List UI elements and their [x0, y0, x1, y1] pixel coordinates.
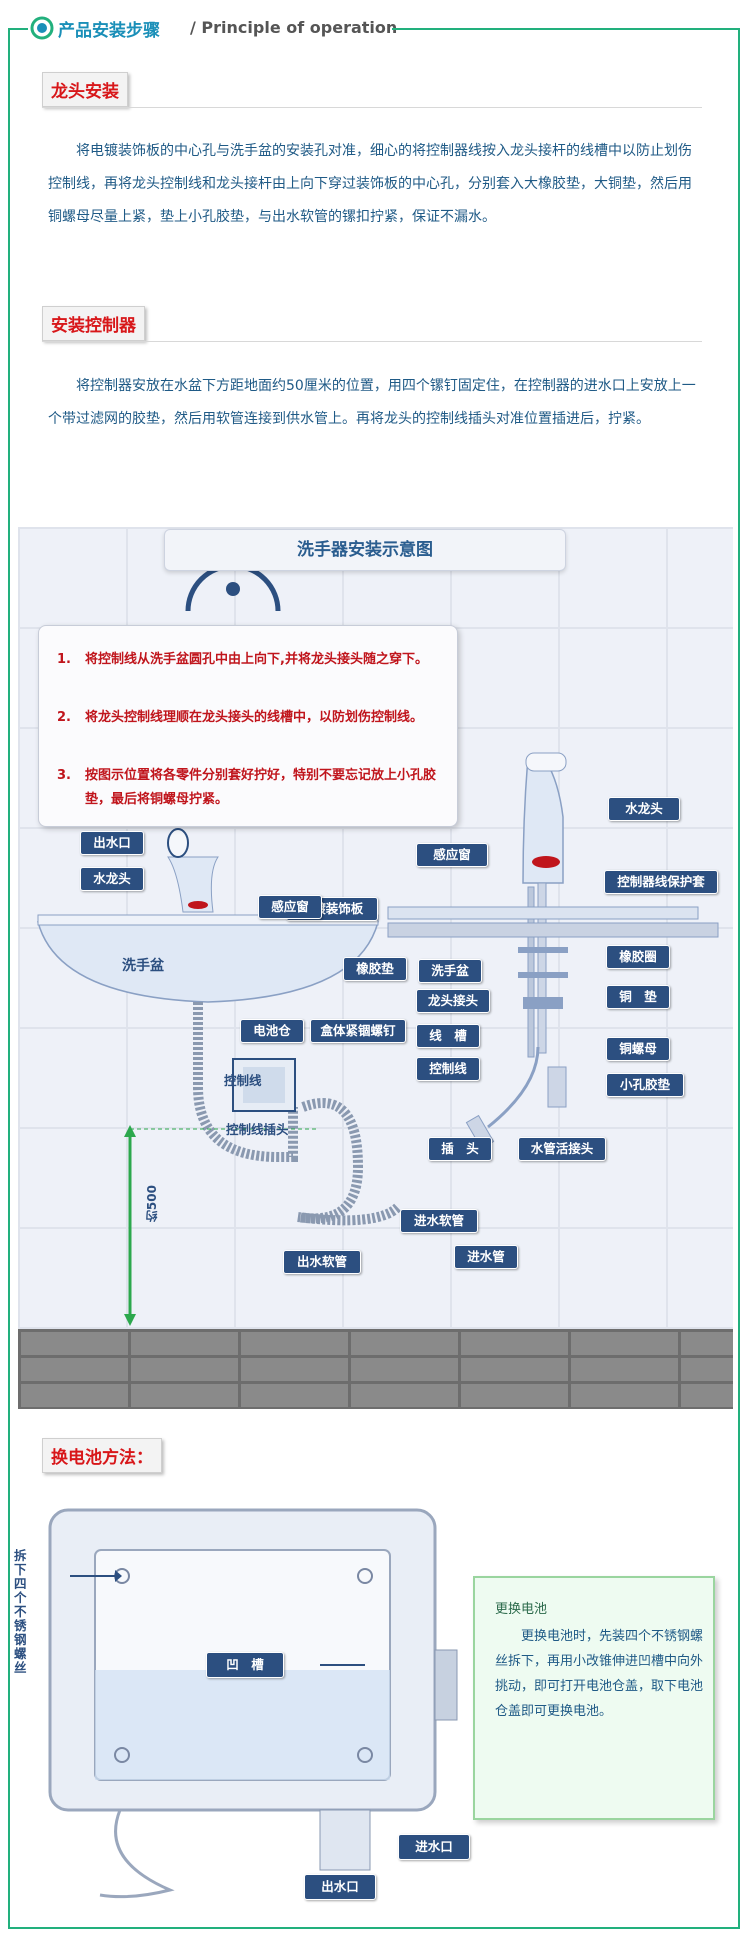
- outlet-hose: [193, 1002, 298, 1162]
- callout-outlet: 出水口: [80, 831, 144, 855]
- sensor-window-left: [188, 901, 208, 909]
- callout-inlet-hose: 进水软管: [400, 1209, 478, 1233]
- callout-rubber-pad: 橡胶垫: [343, 957, 407, 981]
- content-frame: [8, 30, 740, 1929]
- section-rule: [42, 341, 702, 342]
- callout-outlet-hose: 出水软管: [283, 1250, 361, 1274]
- callout-small-pad: 小孔胶垫: [606, 1073, 684, 1097]
- header-title: 产品安装步骤: [58, 21, 160, 41]
- battery-info-box: 更换电池 更换电池时，先装四个不锈钢螺丝拆下，再用小改锥伸进凹槽中向外挑动，即可…: [473, 1576, 715, 1820]
- controller-install-text: 将控制器安放在水盆下方距地面约50厘米的位置，用四个镙钉固定住，在控制器的进水口…: [48, 378, 696, 427]
- callout-rubber-ring: 橡胶圈: [606, 945, 670, 969]
- pipe-joint: [547, 1066, 567, 1108]
- callout-cable-sleeve: 控制器线保护套: [604, 870, 718, 894]
- callout-groove: 线 槽: [416, 1024, 480, 1048]
- callout-sensor: 感应窗: [416, 843, 488, 867]
- callout-sensor-left: 感应窗: [258, 895, 322, 919]
- copper-nut: [523, 997, 563, 1009]
- callout-inlet: 进水口: [398, 1834, 470, 1860]
- battery-cover-drawing: [48, 1508, 458, 1899]
- section-label-controller: 安装控制器: [42, 306, 145, 341]
- header-rule-right: [392, 28, 740, 30]
- mirror-knob: [226, 582, 240, 596]
- faucet-install-text: 将电镀装饰板的中心孔与洗手盆的安装孔对准，细心的将控制器线按入龙头接杆的线槽中以…: [48, 143, 692, 225]
- battery-info-text: 更换电池时，先装四个不锈钢螺丝拆下，再用小改锥伸进凹槽中向外挑动，即可打开电池仓…: [495, 1629, 704, 1719]
- callout-battery-box: 电池仓: [240, 1019, 304, 1043]
- callout-copper-pad: 铜 垫: [606, 985, 670, 1009]
- basin-left: [37, 921, 379, 1003]
- decoration-plate: [387, 906, 699, 920]
- label-height: 约500: [145, 1185, 159, 1223]
- battery-info-title: 更换电池: [495, 1602, 548, 1617]
- callout-faucet-joint: 龙头接头: [416, 989, 490, 1013]
- callout-faucet: 水龙头: [608, 797, 680, 821]
- label-basin: 洗手盆: [122, 958, 164, 974]
- callout-basin: 洗手盆: [418, 959, 482, 983]
- callout-groove-battery: 凹 槽: [206, 1652, 284, 1678]
- callout-plug: 插 头: [428, 1137, 492, 1161]
- faucet-body-left: [167, 856, 219, 913]
- control-wire-right: [487, 1046, 540, 1129]
- section-label-battery: 换电池方法：: [42, 1438, 162, 1473]
- logo-icon: [30, 16, 54, 40]
- header-subtitle: / Principle of operation: [190, 18, 398, 37]
- section-label-faucet: 龙头安装: [42, 72, 128, 107]
- basin-slab: [387, 922, 719, 938]
- faucet-top-right: [525, 752, 567, 772]
- callout-pipe-joint: 水管活接头: [518, 1137, 606, 1161]
- callout-control-wire: 控制线: [416, 1057, 480, 1081]
- remove-screws-note: 拆下四个不锈钢螺丝: [14, 1548, 27, 1675]
- page-header: 产品安装步骤 / Principle of operation: [0, 6, 750, 42]
- callout-box-screw: 盒体紧锢螺钉: [310, 1019, 406, 1043]
- sensor-window-right: [532, 856, 560, 868]
- header-rule-left: [8, 28, 28, 30]
- faucet-stem: [537, 882, 547, 1054]
- label-wire-plug: 控制线插头: [226, 1122, 289, 1137]
- install-notes-box: 1. 将控制线从洗手盆圆孔中由上向下,并将龙头接头随之穿下。 2. 将龙头控制线…: [38, 625, 458, 827]
- outlet-left: [167, 828, 189, 858]
- battery-compartment: [243, 1067, 285, 1103]
- installation-diagram: 洗手器安装示意图 1. 将控制线从洗手盆圆孔中由上向下,并将龙头接头随之穿下。 …: [18, 527, 733, 1409]
- callout-outlet-battery: 出水口: [304, 1874, 376, 1900]
- rubber-ring: [518, 947, 568, 953]
- callout-copper-nut: 铜螺母: [606, 1037, 670, 1061]
- diagram-drawing: [37, 563, 719, 1326]
- floor-bricks: [18, 1329, 733, 1409]
- inlet-hose: [297, 1098, 402, 1226]
- basin-rim: [37, 914, 379, 926]
- callout-inlet-pipe: 进水管: [454, 1245, 518, 1269]
- diagram-title: 洗手器安装示意图: [164, 529, 566, 571]
- label-control-wire: 控制线: [224, 1073, 262, 1088]
- callout-faucet-left: 水龙头: [80, 867, 144, 891]
- section-rule: [42, 107, 702, 108]
- copper-pad: [518, 972, 568, 978]
